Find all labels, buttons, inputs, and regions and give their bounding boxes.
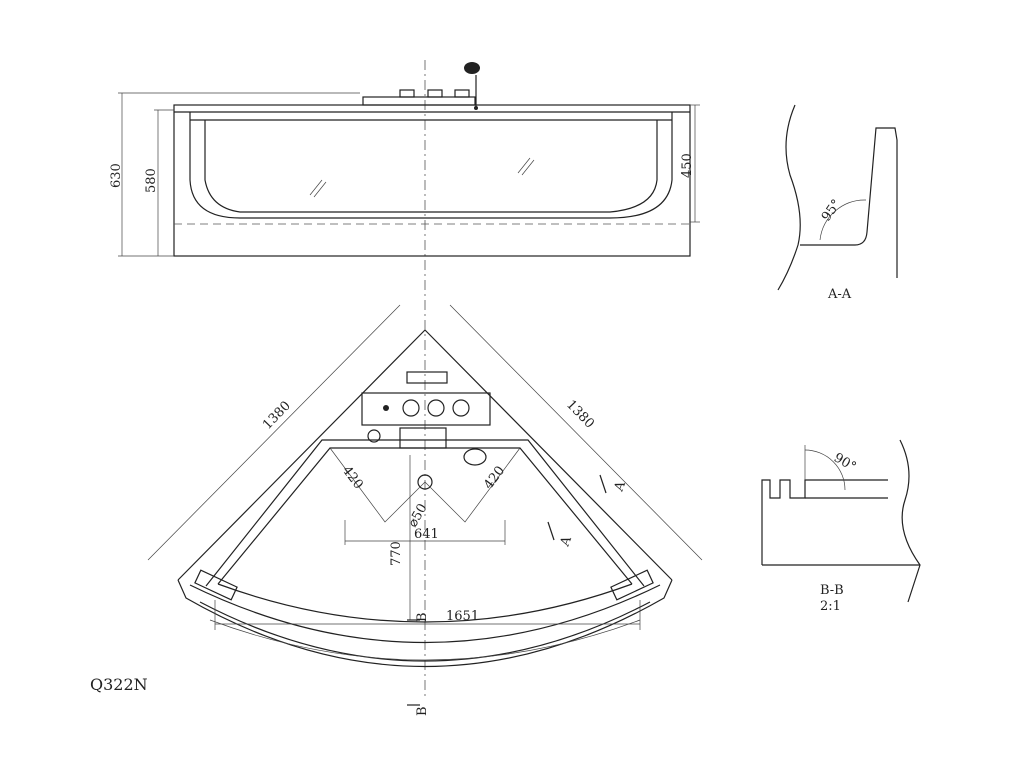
dim-side-right: 1380 — [563, 397, 597, 431]
drain-icon — [417, 474, 433, 490]
hand-shower-icon — [463, 448, 487, 466]
section-aa-label: A-A — [827, 287, 852, 302]
dim-height-total: 630 — [109, 163, 124, 188]
display-panel — [406, 371, 448, 384]
dim-height-inner: 580 — [144, 168, 159, 193]
dim-drain: ⌀50 — [405, 501, 430, 530]
dim-offset-left: 420 — [339, 463, 366, 492]
angle-90: 90° — [831, 450, 858, 475]
valve-knobs — [383, 399, 470, 417]
section-aa: 95° A-A — [777, 104, 898, 302]
section-marker-a-top: A — [611, 479, 629, 494]
shower-head-icon — [464, 62, 480, 74]
section-marker-b-top: B — [415, 612, 430, 622]
model-number: Q322N — [90, 675, 148, 694]
dim-plan-depth: 770 — [389, 541, 404, 566]
plan-view: 1380 1380 420 420 ⌀50 641 770 1651 B B A… — [147, 304, 703, 716]
section-marker-b-bottom: B — [415, 706, 430, 716]
dim-drain-spacing: 641 — [414, 527, 439, 542]
section-bb-label: B-B — [820, 583, 844, 598]
section-bb-scale: 2:1 — [820, 599, 841, 614]
dim-plan-width: 1651 — [446, 609, 479, 624]
section-bb: 90° B-B 2:1 — [761, 439, 921, 614]
dim-side-left: 1380 — [260, 399, 294, 433]
dim-depth: 450 — [680, 153, 695, 178]
angle-95: 95° — [819, 197, 845, 224]
front-elevation: 630 580 450 — [109, 62, 700, 257]
dim-offset-right: 420 — [481, 464, 508, 493]
section-marker-a-bottom: A — [557, 534, 575, 549]
